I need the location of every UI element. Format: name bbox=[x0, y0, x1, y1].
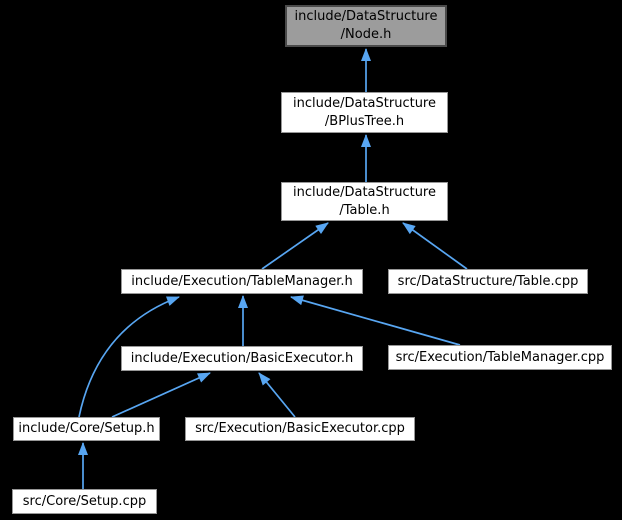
node-include-datastructure-table-h[interactable]: include/DataStructure /Table.h bbox=[281, 182, 448, 221]
edge-setup-to-tablemanager bbox=[78, 296, 180, 418]
node-include-datastructure-node-h[interactable]: include/DataStructure /Node.h bbox=[285, 5, 447, 47]
node-src-core-setup-cpp[interactable]: src/Core/Setup.cpp bbox=[12, 489, 157, 514]
node-include-execution-basicexecutor-h[interactable]: include/Execution/BasicExecutor.h bbox=[121, 346, 363, 371]
node-include-execution-tablemanager-h[interactable]: include/Execution/TableManager.h bbox=[121, 269, 363, 294]
node-src-execution-tablemanager-cpp[interactable]: src/Execution/TableManager.cpp bbox=[388, 345, 612, 370]
node-src-execution-basicexecutor-cpp[interactable]: src/Execution/BasicExecutor.cpp bbox=[185, 417, 415, 441]
edge-basicexecutorcpp-to-basicexecutor bbox=[258, 372, 296, 418]
edge-tablemanager-to-table bbox=[261, 222, 329, 270]
node-include-core-setup-h[interactable]: include/Core/Setup.h bbox=[13, 417, 160, 441]
node-src-datastructure-table-cpp[interactable]: src/DataStructure/Table.cpp bbox=[388, 269, 588, 294]
node-include-datastructure-bplustree-h[interactable]: include/DataStructure /BPlusTree.h bbox=[281, 92, 448, 133]
edge-tablecpp-to-table bbox=[402, 222, 468, 270]
edge-tablemanagercpp-to-tablemanager bbox=[290, 295, 461, 346]
edge-setup-to-basicexecutor bbox=[111, 372, 211, 418]
